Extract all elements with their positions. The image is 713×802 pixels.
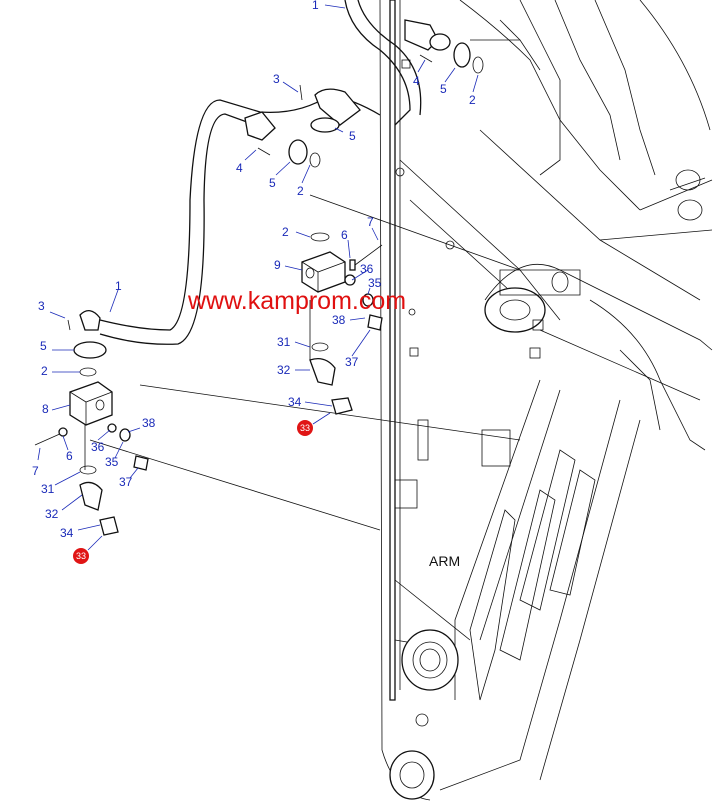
marker-33-right[interactable]: 33: [297, 420, 313, 436]
callout-2-left[interactable]: 2: [41, 364, 48, 378]
left-block-assembly: [34, 310, 149, 536]
callout-34-right[interactable]: 34: [288, 395, 302, 409]
callout-5-top[interactable]: 5: [440, 82, 447, 96]
callout-35-right[interactable]: 35: [368, 276, 382, 290]
arm-label: ARM: [429, 553, 460, 569]
watermark: www.kamprom.com: [187, 287, 406, 315]
callout-4-mid[interactable]: 4: [236, 161, 243, 175]
marker-33-left-label: 33: [76, 551, 86, 561]
callout-7-right[interactable]: 7: [367, 215, 374, 229]
callout-5-mid-2[interactable]: 5: [269, 176, 276, 190]
mid-flange-cluster: [244, 84, 361, 168]
callout-7-left[interactable]: 7: [32, 464, 39, 478]
callout-38-left[interactable]: 38: [142, 416, 156, 430]
callout-2-right[interactable]: 2: [282, 225, 289, 239]
callout-32-left[interactable]: 32: [45, 507, 59, 521]
marker-33-right-label: 33: [300, 423, 310, 433]
callout-5-mid[interactable]: 5: [349, 129, 356, 143]
arm-structure: [379, 0, 713, 801]
marker-33-left[interactable]: 33: [73, 548, 89, 564]
callout-3-left[interactable]: 3: [38, 299, 45, 313]
callout-38-right[interactable]: 38: [332, 313, 346, 327]
callout-35-left[interactable]: 35: [105, 455, 119, 469]
callout-5-left[interactable]: 5: [40, 339, 47, 353]
callout-36-left[interactable]: 36: [91, 440, 105, 454]
top-fitting-cluster: [404, 19, 484, 74]
callout-32-right[interactable]: 32: [277, 363, 291, 377]
callout-31-left[interactable]: 31: [41, 482, 55, 496]
callout-37-left[interactable]: 37: [119, 475, 133, 489]
callout-2-top[interactable]: 2: [469, 93, 476, 107]
callout-leaders: [37, 4, 479, 531]
callout-2-mid[interactable]: 2: [297, 184, 304, 198]
callout-9-right[interactable]: 9: [274, 258, 281, 272]
callout-6-right[interactable]: 6: [341, 228, 348, 242]
callout-36-right[interactable]: 36: [360, 262, 374, 276]
callout-labels: 1 3 4 5 2 5 4 5 2 7 2 6 9 36 35 38 31 37…: [32, 0, 476, 540]
callout-37-right[interactable]: 37: [345, 355, 359, 369]
callout-34-left[interactable]: 34: [60, 526, 74, 540]
right-block-assembly: [301, 232, 383, 415]
callout-1-top[interactable]: 1: [312, 0, 319, 12]
callout-31-right[interactable]: 31: [277, 335, 291, 349]
callout-1-left[interactable]: 1: [115, 279, 122, 293]
callout-3-top[interactable]: 3: [273, 72, 280, 86]
callout-8-left[interactable]: 8: [42, 402, 49, 416]
callout-6-left[interactable]: 6: [66, 449, 73, 463]
callout-4-top[interactable]: 4: [413, 74, 420, 88]
